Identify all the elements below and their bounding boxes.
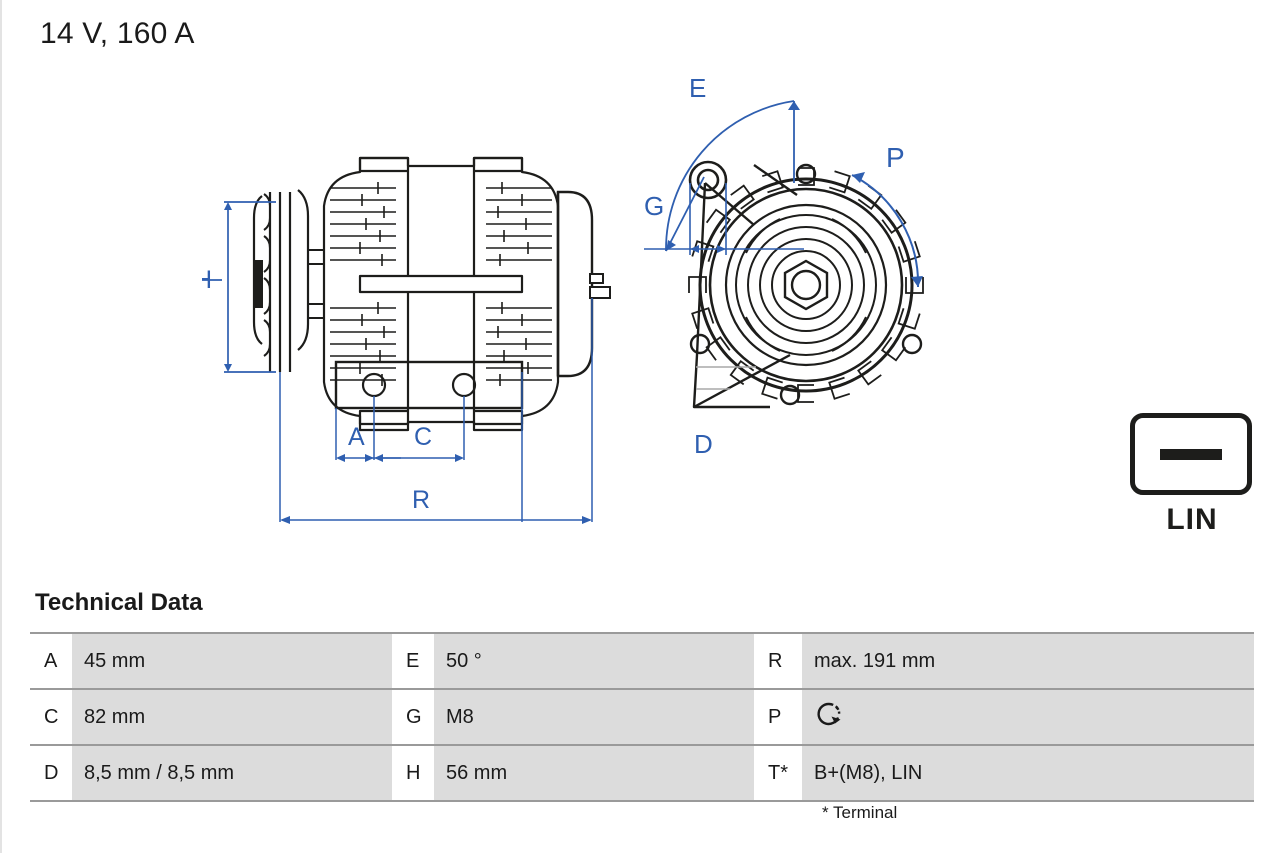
technical-data-table: A 45 mm E 50 ° R max. 191 mm C 82 mm G M… xyxy=(30,632,1254,802)
dimension-label-D: D xyxy=(694,429,713,459)
row-value-p xyxy=(802,688,1254,745)
dimension-label-C: C xyxy=(414,423,432,451)
drawing-area: H A C xyxy=(2,50,1280,570)
table-row: C 82 mm G M8 P xyxy=(30,688,1254,745)
lin-connector-bar xyxy=(1160,448,1222,460)
lin-badge-label: LIN xyxy=(1166,503,1218,536)
alternator-front-view: E G P D xyxy=(644,73,924,459)
row-value-c: 82 mm xyxy=(72,688,392,745)
dimension-label-R: R xyxy=(412,486,430,514)
row-key-e: E xyxy=(392,632,434,689)
row-key-r: R xyxy=(754,632,802,689)
clockwise-rotation-icon xyxy=(814,699,844,735)
dimension-label-H: H xyxy=(202,266,212,294)
row-value-d: 8,5 mm / 8,5 mm xyxy=(72,744,392,802)
dimension-label-G: G xyxy=(644,191,664,221)
page-title: 14 V, 160 A xyxy=(40,17,195,50)
row-value-a: 45 mm xyxy=(72,632,392,689)
row-key-d: D xyxy=(30,744,72,802)
row-key-a: A xyxy=(30,632,72,689)
technical-data-heading: Technical Data xyxy=(35,589,203,616)
row-key-g: G xyxy=(392,688,434,745)
row-value-e: 50 ° xyxy=(434,632,754,689)
table-footnote: * Terminal xyxy=(822,803,898,822)
row-value-g: M8 xyxy=(434,688,754,745)
row-key-p: P xyxy=(754,688,802,745)
table-row: D 8,5 mm / 8,5 mm H 56 mm T* B+(M8), LIN xyxy=(30,744,1254,802)
lin-connector-icon xyxy=(1130,413,1252,495)
dimension-label-A: A xyxy=(348,423,365,451)
row-key-c: C xyxy=(30,688,72,745)
alternator-side-view: H A C xyxy=(202,156,611,524)
row-value-t: B+(M8), LIN xyxy=(802,744,1254,802)
lin-badge: LIN xyxy=(1130,413,1254,537)
row-key-h: H xyxy=(392,744,434,802)
dimension-label-E: E xyxy=(689,73,706,103)
row-key-t: T* xyxy=(754,744,802,802)
dimension-label-P: P xyxy=(886,142,905,173)
row-value-r: max. 191 mm xyxy=(802,632,1254,689)
table-row: A 45 mm E 50 ° R max. 191 mm xyxy=(30,632,1254,689)
row-value-h: 56 mm xyxy=(434,744,754,802)
